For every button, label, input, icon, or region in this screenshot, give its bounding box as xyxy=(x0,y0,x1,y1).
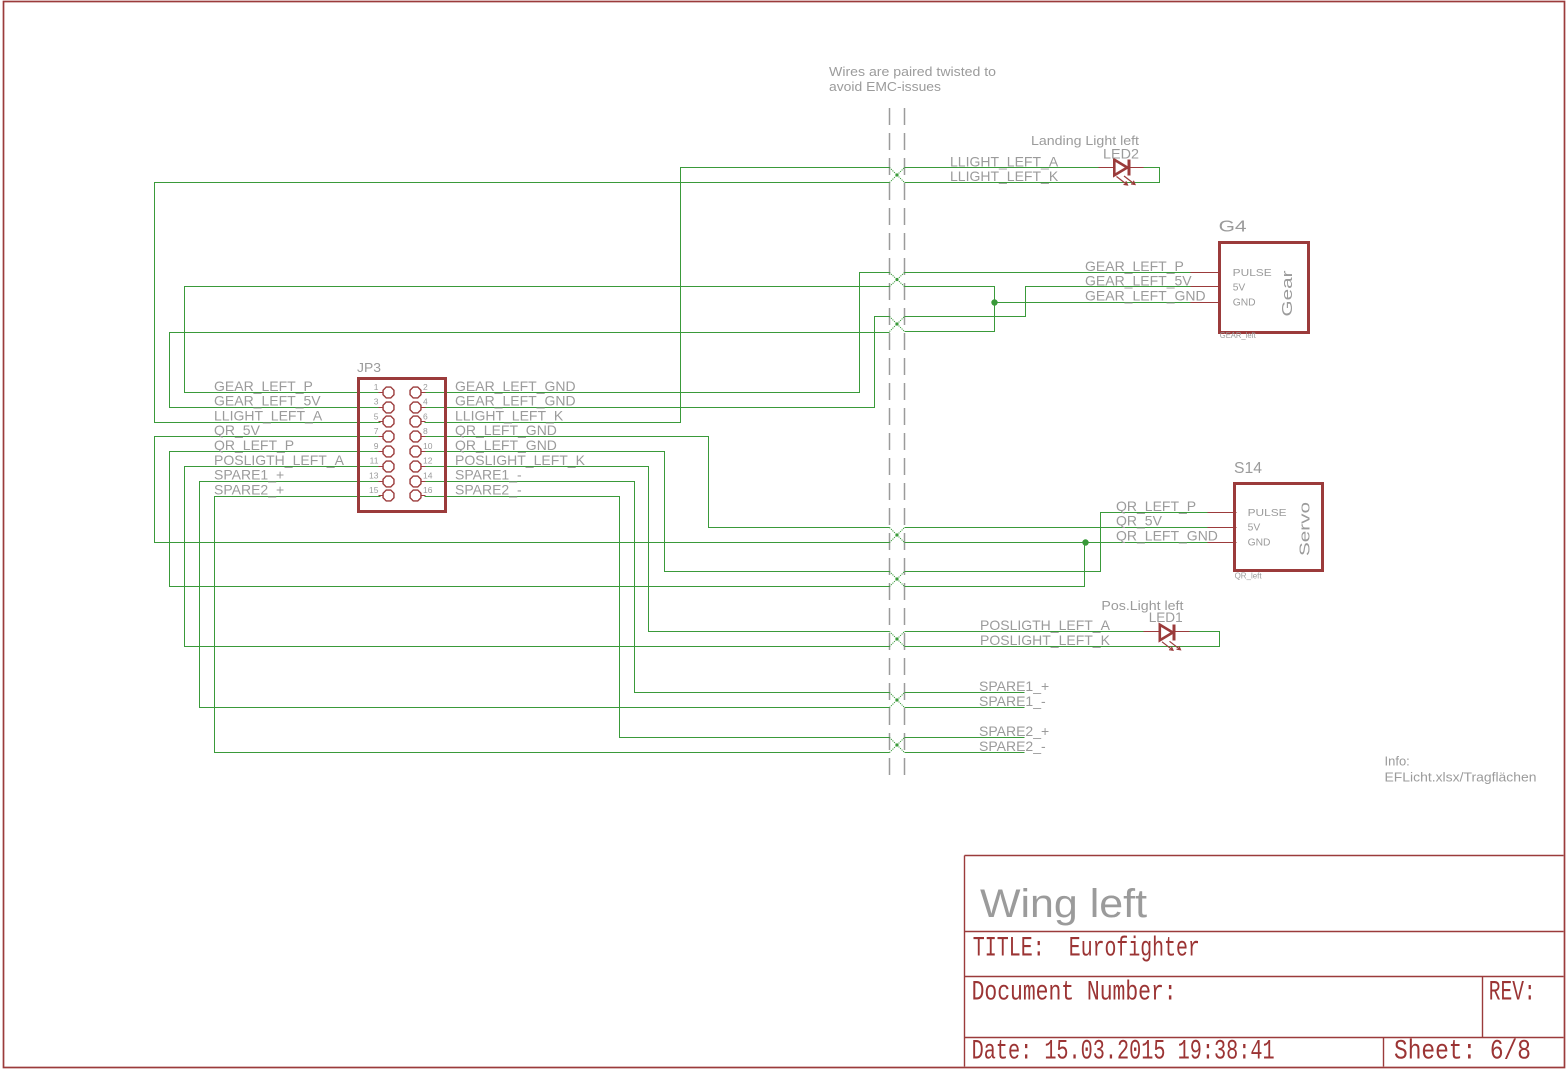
svg-text:16: 16 xyxy=(423,485,433,495)
svg-text:LLIGHT_LEFT_K: LLIGHT_LEFT_K xyxy=(455,407,564,423)
svg-text:PULSE: PULSE xyxy=(1248,508,1287,519)
svg-text:5V: 5V xyxy=(1248,523,1261,534)
svg-text:TITLE:: TITLE: xyxy=(973,934,1045,965)
svg-text:Wing left: Wing left xyxy=(980,882,1147,926)
svg-text:1: 1 xyxy=(374,382,379,392)
svg-text:2: 2 xyxy=(423,382,428,392)
svg-text:10: 10 xyxy=(423,441,433,451)
svg-text:EFLicht.xlsx/Tragflächen: EFLicht.xlsx/Tragflächen xyxy=(1385,770,1537,785)
svg-text:13: 13 xyxy=(369,470,379,480)
svg-text:QR_LEFT_P: QR_LEFT_P xyxy=(1116,498,1196,514)
svg-text:QR_LEFT_GND: QR_LEFT_GND xyxy=(455,437,557,453)
svg-text:POSLIGTH_LEFT_A: POSLIGTH_LEFT_A xyxy=(214,452,345,468)
svg-text:6: 6 xyxy=(423,411,428,421)
svg-text:GEAR_LEFT_GND: GEAR_LEFT_GND xyxy=(455,378,576,394)
svg-text:QR_LEFT_GND: QR_LEFT_GND xyxy=(455,422,557,438)
svg-text:GEAR_left: GEAR_left xyxy=(1220,331,1257,340)
svg-text:5: 5 xyxy=(374,411,379,421)
svg-text:4: 4 xyxy=(423,397,428,407)
svg-text:GEAR_LEFT_GND: GEAR_LEFT_GND xyxy=(1085,288,1206,304)
svg-text:Pos.Light left: Pos.Light left xyxy=(1101,598,1183,613)
svg-text:GEAR_LEFT_5V: GEAR_LEFT_5V xyxy=(1085,273,1192,289)
svg-text:QR_left: QR_left xyxy=(1235,571,1263,580)
svg-text:LED1: LED1 xyxy=(1149,609,1183,625)
svg-text:14: 14 xyxy=(423,470,433,480)
svg-text:QR_5V: QR_5V xyxy=(214,422,261,438)
svg-text:LLIGHT_LEFT_A: LLIGHT_LEFT_A xyxy=(214,407,323,423)
svg-text:LLIGHT_LEFT_K: LLIGHT_LEFT_K xyxy=(950,168,1059,184)
svg-text:GEAR_LEFT_5V: GEAR_LEFT_5V xyxy=(214,393,321,409)
svg-text:GND: GND xyxy=(1233,298,1256,309)
svg-text:SPARE1_-: SPARE1_- xyxy=(979,693,1046,709)
svg-text:SPARE2_-: SPARE2_- xyxy=(979,738,1046,754)
svg-text:POSLIGHT_LEFT_K: POSLIGHT_LEFT_K xyxy=(455,452,586,468)
svg-text:GEAR_LEFT_GND: GEAR_LEFT_GND xyxy=(455,393,576,409)
svg-text:Landing Light left: Landing Light left xyxy=(1031,133,1139,148)
svg-text:SPARE1_+: SPARE1_+ xyxy=(979,678,1049,694)
svg-text:15: 15 xyxy=(369,485,379,495)
svg-text:Document Number:: Document Number: xyxy=(972,978,1177,1009)
svg-text:POSLIGHT_LEFT_K: POSLIGHT_LEFT_K xyxy=(980,632,1111,648)
svg-text:11: 11 xyxy=(370,456,379,466)
svg-text:GND: GND xyxy=(1248,538,1271,549)
svg-text:Date: 15.03.2015 19:38:41: Date: 15.03.2015 19:38:41 xyxy=(972,1037,1275,1068)
svg-text:Sheet: 6/8: Sheet: 6/8 xyxy=(1394,1037,1531,1068)
svg-text:8: 8 xyxy=(423,426,428,436)
svg-text:PULSE: PULSE xyxy=(1233,268,1272,279)
svg-text:SPARE2_+: SPARE2_+ xyxy=(214,481,284,497)
svg-text:SPARE2_-: SPARE2_- xyxy=(455,481,522,497)
svg-text:3: 3 xyxy=(374,397,379,407)
svg-text:SPARE1_-: SPARE1_- xyxy=(455,467,522,483)
svg-text:S14: S14 xyxy=(1234,460,1262,477)
svg-text:7: 7 xyxy=(374,426,379,436)
svg-text:SPARE1_+: SPARE1_+ xyxy=(214,467,284,483)
svg-text:QR_5V: QR_5V xyxy=(1116,513,1163,529)
svg-text:Wires are paired twisted to: Wires are paired twisted to xyxy=(829,64,996,79)
svg-text:avoid EMC-issues: avoid EMC-issues xyxy=(829,79,942,94)
svg-text:G4: G4 xyxy=(1219,219,1247,236)
svg-text:Info:: Info: xyxy=(1385,754,1410,769)
svg-text:9: 9 xyxy=(374,441,379,451)
svg-text:LLIGHT_LEFT_A: LLIGHT_LEFT_A xyxy=(950,153,1059,169)
svg-text:REV:: REV: xyxy=(1489,978,1536,1009)
svg-text:Servo: Servo xyxy=(1296,502,1313,556)
svg-text:12: 12 xyxy=(423,456,433,466)
svg-text:5V: 5V xyxy=(1233,283,1246,294)
svg-text:LED2: LED2 xyxy=(1103,146,1139,162)
svg-text:GEAR_LEFT_P: GEAR_LEFT_P xyxy=(1085,258,1184,274)
svg-text:QR_LEFT_GND: QR_LEFT_GND xyxy=(1116,528,1218,544)
svg-text:POSLIGTH_LEFT_A: POSLIGTH_LEFT_A xyxy=(980,617,1111,633)
svg-text:JP3: JP3 xyxy=(357,360,381,375)
svg-text:Eurofighter: Eurofighter xyxy=(1069,934,1200,965)
svg-text:QR_LEFT_P: QR_LEFT_P xyxy=(214,437,294,453)
svg-text:GEAR_LEFT_P: GEAR_LEFT_P xyxy=(214,378,313,394)
svg-text:Gear: Gear xyxy=(1279,271,1296,317)
svg-text:SPARE2_+: SPARE2_+ xyxy=(979,723,1049,739)
